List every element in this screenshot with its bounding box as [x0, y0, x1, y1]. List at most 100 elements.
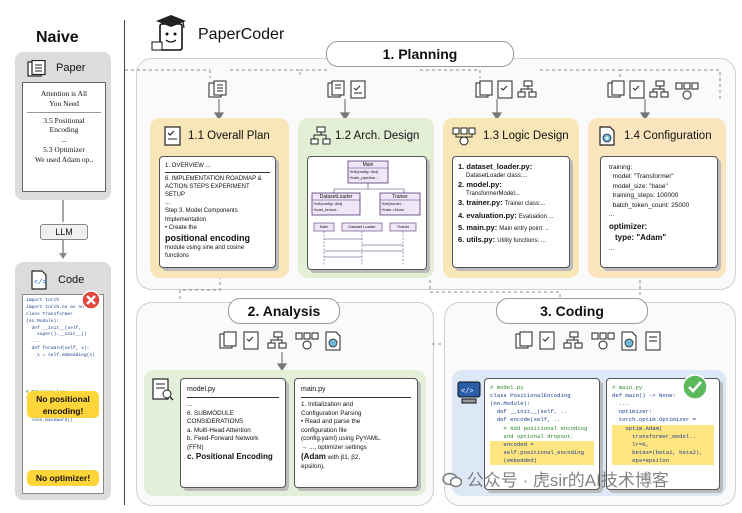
main-code-line: # main.py [612, 384, 643, 391]
logic-item-desc: Trainer class:... [504, 201, 546, 208]
model-code-line: and optional dropout. [490, 432, 574, 440]
plan-emphasis: positional encoding [165, 232, 250, 243]
main-code-line: optim.Adam( [612, 424, 714, 433]
model-code-line: self.positional_encoding [490, 448, 594, 457]
model-code-line: (nn.Module): [490, 400, 531, 408]
config-optimizer-type: type: "Adam" [615, 233, 667, 243]
paper-icon [27, 60, 46, 77]
analysis-model-doc: model.py ... 6. SUBMODULE CONSIDERATIONS… [180, 378, 286, 488]
arch-main-row: +init(config: dict) [349, 169, 379, 174]
analysis-model-line: (FFN) [187, 443, 204, 451]
seq-actor-trainer: Trainer [396, 224, 410, 229]
main-code-line: def main() -> None: [612, 392, 676, 400]
analysis-main-line: (config.yaml) using PyYAML. [301, 435, 382, 443]
arch-class-trainer: Trainer [392, 194, 408, 200]
paper-icon [208, 80, 227, 98]
seq-actor-dataset-loader: Dataset Loader [348, 224, 376, 229]
logic-item: 4. evaluation.py: Evaluation ... [458, 211, 564, 221]
logic-item-num: 3. [458, 198, 465, 208]
paper-plan-arch-logic-icons [607, 80, 699, 100]
arch-main-row: +train_pipeline... [349, 175, 379, 180]
plan-line: Implementation [165, 216, 207, 223]
paper-line: Attention is All [40, 89, 88, 98]
configuration-doc: training: model: "Transformer" model_siz… [600, 156, 718, 268]
main-code-line: transformer_model.. [612, 432, 714, 441]
svg-text:</>: </> [34, 279, 47, 287]
config-file-icon [599, 126, 615, 146]
coding-input-icons [515, 331, 661, 351]
analysis-label: 2. Analysis [228, 298, 340, 324]
code-line: def __init__(self, [26, 325, 82, 331]
analysis-main-emphasis-tail: with β1, β2, [325, 454, 361, 462]
code-line: ... [26, 339, 40, 345]
analysis-main-line: • Read and parse the [301, 418, 361, 426]
plan-checklist-icon [164, 126, 181, 146]
papercoder-title: PaperCoder [198, 26, 285, 43]
analysis-model-emphasis: c. Positional Encoding [187, 452, 273, 462]
logic-item-file: utils.py: [466, 234, 496, 244]
analysis-model-file: model.py [187, 386, 216, 393]
analysis-main-line: configuration file [301, 426, 347, 434]
config-line: model: "Transformer" [609, 173, 674, 181]
model-code-line: (embedded) [490, 456, 594, 466]
wechat-logo-icon [442, 472, 463, 488]
config-line: training: [609, 164, 633, 171]
arch-class-dataset-loader: DatasetLoader [319, 194, 353, 200]
planning-label: 1. Planning [326, 41, 514, 67]
arch-design-title: 1.2 Arch. Design [335, 130, 420, 142]
arch-trainer-row: +train->None [381, 207, 405, 212]
model-code-line: # model.py [490, 384, 524, 391]
logic-item-file: dataset_loader.py: [466, 162, 533, 171]
logic-design-title: 1.3 Logic Design [483, 130, 569, 142]
code-line: import torch.nn as nn [26, 304, 84, 310]
plan-line: 1. OVERVIEW ... [165, 163, 211, 169]
warning-no-optimizer: No optimizer! [27, 470, 99, 486]
logic-item: 1. dataset_loader.py: [458, 162, 564, 172]
code-line: class Transformer [26, 311, 73, 317]
cross-icon [81, 290, 101, 310]
watermark: 公众号 · 虎sir的AI技术博客 [442, 466, 669, 491]
check-icon [682, 374, 708, 400]
logic-item-desc: Utility functions: ... [497, 237, 546, 244]
logic-item-num: 5. [458, 222, 465, 232]
watermark-text: 公众号 · 虎sir的AI技术博客 [466, 471, 669, 490]
paper-line: You Need [49, 98, 79, 108]
model-code-line: def __init__(self, .. [490, 408, 568, 416]
model-code-line: def encode(self, .. [490, 416, 561, 424]
seq-actor-main: Main [319, 224, 329, 229]
overall-plan-title: 1.1 Overall Plan [188, 130, 270, 142]
logic-item-desc: TransformerModel... [466, 191, 520, 198]
arch-dataset-row: +init(config: dict) [313, 201, 343, 206]
main-code-line: ... [612, 400, 629, 408]
class-and-sequence-diagram [311, 160, 421, 265]
logic-item-desc: DatasetLoader class:... [466, 173, 528, 180]
logic-item-num: 6. [458, 234, 465, 244]
logic-item-file: main.py: [466, 222, 498, 232]
logic-item: 6. utils.py: Utility functions: ... [458, 235, 564, 245]
wechat-icon [442, 472, 463, 488]
logic-item: 5. main.py: Main entry point: .. [458, 223, 564, 233]
analysis-main-line: epsilon), [301, 463, 325, 471]
analysis-main-emphasis-line: (Adam with β1, β2, [301, 452, 411, 463]
code-label: Code [58, 274, 85, 286]
analysis-main-line: Configuration Parsing [301, 409, 362, 417]
paper-line: Encoding [49, 125, 79, 135]
arch-trainer-row: +init(model... [381, 201, 405, 206]
paper-line: 3.5 Positional [43, 115, 85, 125]
analysis-agent-icon [152, 378, 174, 401]
analysis-main-line: 1. Initialization and [301, 401, 354, 409]
plan-line: Step 3. Model Components [165, 208, 238, 215]
plan-line: module using sine and cosine [165, 244, 245, 251]
config-line: batch_token_count: 25000 [609, 201, 690, 209]
config-line: ... [609, 211, 615, 219]
analysis-model-line: 6. SUBMODULE [187, 409, 234, 417]
logic-item-file: trainer.py: [466, 198, 503, 208]
paper-label: Paper [56, 62, 86, 74]
logic-item-num: 2. [458, 180, 465, 190]
analysis-main-emphasis: (Adam [301, 452, 326, 462]
main-code-line: optimizer: [612, 408, 653, 416]
code-line: super().__init__() [26, 332, 87, 338]
code-line: x = self.embedding(x) [26, 353, 95, 359]
plan-line: functions [165, 252, 190, 259]
logic-item-num: 1. [458, 162, 465, 171]
